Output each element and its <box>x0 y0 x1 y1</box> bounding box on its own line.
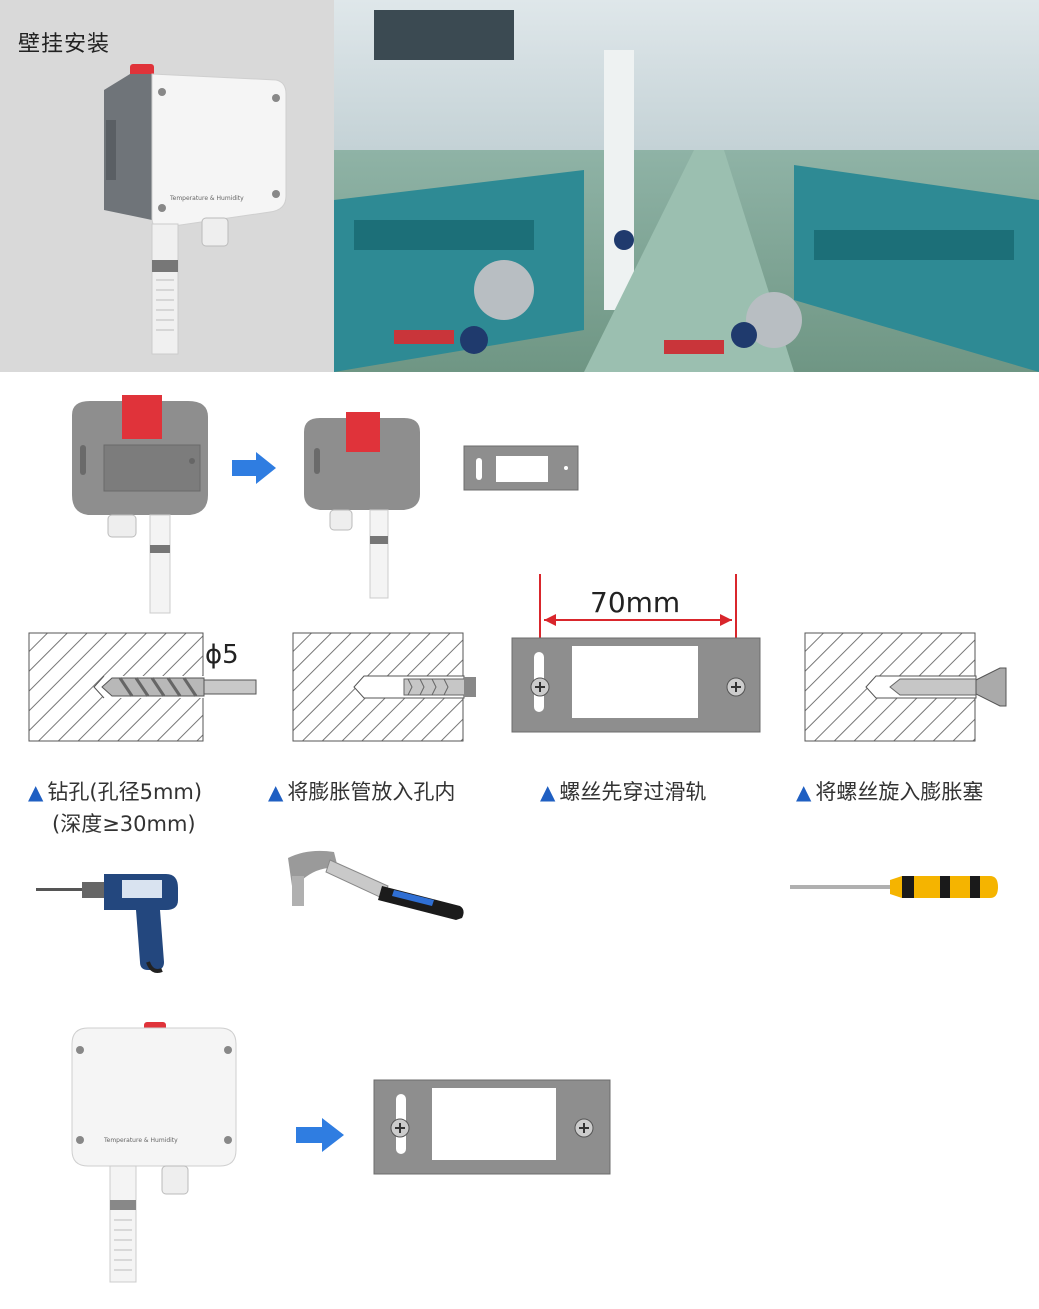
step-4-caption: ▲将螺丝旋入膨胀塞 <box>796 780 984 804</box>
arrow-right-icon <box>296 1118 344 1152</box>
hero-product-panel: 壁挂安装 Temperature & Humidity <box>0 0 334 372</box>
device-label: Temperature & Humidity <box>103 1137 178 1144</box>
triangle-bullet-icon: ▲ <box>540 780 556 804</box>
triangle-bullet-icon: ▲ <box>796 780 812 804</box>
arrow-right-icon <box>232 452 276 484</box>
step-4-diagram <box>804 632 1007 742</box>
device-label: Temperature & Humidity <box>169 195 244 202</box>
page-title: 壁挂安装 <box>18 32 111 57</box>
hammer-icon <box>288 850 464 920</box>
rail-spacing-label: 70mm <box>590 586 681 619</box>
device-back-without-bracket <box>304 412 420 599</box>
drill-diameter-label: ϕ5 <box>205 640 239 670</box>
step-2-caption: ▲将膨胀管放入孔内 <box>268 780 456 804</box>
screwdriver-icon <box>790 876 998 898</box>
triangle-bullet-icon: ▲ <box>28 780 44 804</box>
device-back-with-bracket <box>72 395 208 614</box>
step-2-diagram <box>292 632 476 742</box>
drill-icon <box>36 874 178 973</box>
mounting-bracket <box>463 445 579 491</box>
step-1-subcaption: (深度≥30mm) <box>52 812 196 836</box>
mounted-bracket <box>373 1079 611 1175</box>
sensor-device-front: Temperature & Humidity <box>71 1022 237 1283</box>
sensor-device-image: Temperature & Humidity <box>104 64 287 355</box>
step-3-caption: ▲螺丝先穿过滑轨 <box>540 780 707 804</box>
triangle-bullet-icon: ▲ <box>268 780 284 804</box>
step-1-caption: ▲钻孔(孔径5mm) <box>28 780 203 804</box>
factory-photo <box>334 0 1039 372</box>
step-3-diagram <box>511 574 761 733</box>
step-1-diagram <box>28 632 257 742</box>
